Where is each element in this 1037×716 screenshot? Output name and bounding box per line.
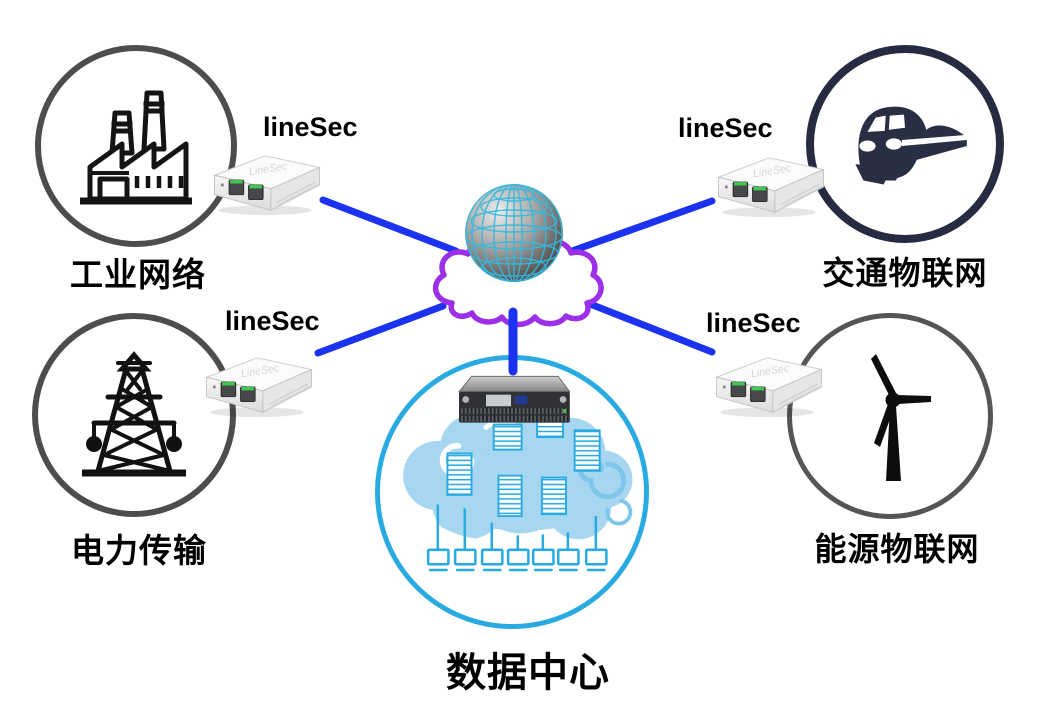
globe-cloud-icon bbox=[432, 184, 604, 328]
link-energy-cloud bbox=[576, 296, 716, 356]
power-transmission-label: 电力传输 bbox=[71, 532, 207, 569]
ethernet-ports bbox=[228, 179, 264, 201]
datacenter-label: 数据中心 bbox=[446, 651, 610, 695]
rack-server bbox=[457, 375, 571, 423]
energy-iot-node bbox=[787, 313, 993, 519]
energy-iot-label: 能源物联网 bbox=[814, 531, 980, 567]
train-icon bbox=[855, 106, 967, 185]
link-power-cloud bbox=[314, 302, 447, 357]
device-led bbox=[722, 385, 726, 389]
power-transmission-node bbox=[32, 313, 236, 517]
transmission-tower-icon bbox=[82, 351, 186, 477]
cloud-servers-icon bbox=[403, 375, 633, 572]
terminal-row bbox=[426, 504, 608, 572]
linesec-label-energy: lineSec bbox=[706, 308, 801, 338]
factory-icon bbox=[80, 90, 192, 205]
linesec-device-energy: LineSec bbox=[714, 357, 824, 418]
industrial-network-label: 工业网络 bbox=[70, 256, 206, 293]
linesec-device-industrial: LineSec bbox=[212, 155, 322, 216]
wind-turbine-icon bbox=[871, 354, 931, 481]
device-led bbox=[212, 385, 216, 389]
device-led bbox=[220, 183, 224, 187]
industrial-network-node bbox=[35, 45, 237, 247]
server-stacks bbox=[446, 414, 601, 518]
linesec-label-transport: lineSec bbox=[678, 113, 773, 143]
linesec-label-power: lineSec bbox=[225, 306, 320, 336]
link-cloud-datacenter bbox=[508, 307, 518, 376]
link-transport-cloud bbox=[568, 197, 716, 255]
globe-icon bbox=[465, 184, 563, 282]
device-led bbox=[724, 185, 728, 189]
transport-iot-label: 交通物联网 bbox=[822, 255, 988, 291]
datacenter-node bbox=[375, 355, 649, 629]
ethernet-ports bbox=[732, 181, 768, 203]
ethernet-ports bbox=[220, 381, 256, 403]
link-industrial-cloud bbox=[319, 196, 460, 255]
ethernet-ports bbox=[730, 381, 766, 403]
linesec-label-industrial: lineSec bbox=[263, 112, 358, 142]
linesec-device-transport: LineSec bbox=[716, 157, 826, 218]
linesec-device-power: LineSec bbox=[204, 357, 314, 418]
transport-iot-node bbox=[806, 45, 1004, 243]
